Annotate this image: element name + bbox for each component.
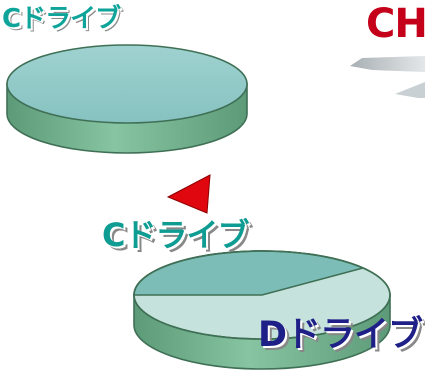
pie-disk [133, 250, 391, 370]
callout-bubble [350, 56, 425, 98]
c-drive-label-top: Cドライブ [2, 4, 121, 34]
c-drive-label-mid: Cドライブ [102, 216, 249, 254]
title-partial: CH [366, 1, 425, 47]
c-drive-disk [6, 44, 248, 154]
d-drive-label: Dドライブ [258, 315, 423, 355]
red-triangle-arrow-icon [166, 174, 211, 214]
